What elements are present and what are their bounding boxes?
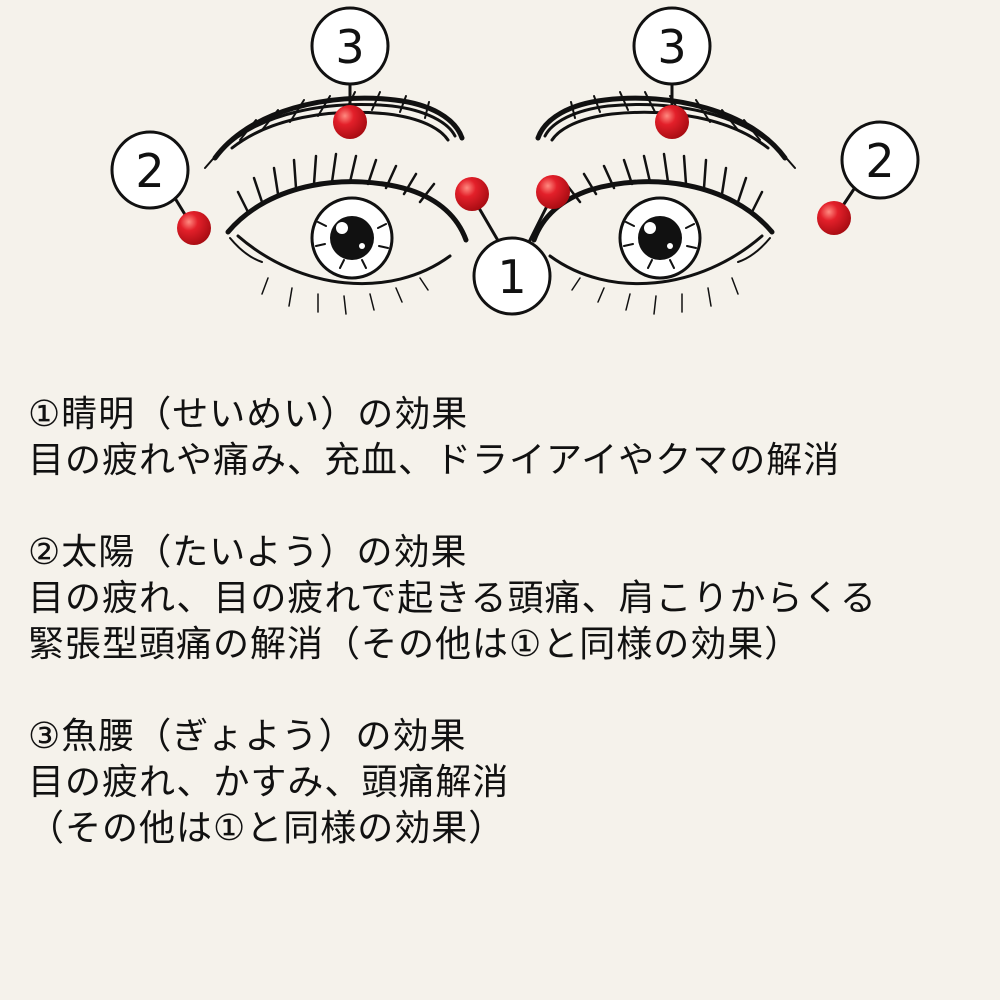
marker-3-left-label: 3 <box>335 20 364 74</box>
section-gyoyo: ③魚腰（ぎょよう）の効果 目の疲れ、かすみ、頭痛解消 （その他は①と同様の効果） <box>28 714 988 852</box>
marker-2-left: 2 <box>110 130 190 210</box>
marker-2-right: 2 <box>840 120 920 200</box>
right-eye <box>531 152 775 315</box>
effects-description: ①睛明（せいめい）の効果 目の疲れや痛み、充血、ドライアイやクマの解消 ②太陽（… <box>28 392 988 898</box>
left-eye <box>225 152 469 315</box>
section-line: 目の疲れ、目の疲れで起きる頭痛、肩こりからくる <box>28 578 877 619</box>
point-seimei-left <box>455 177 489 211</box>
acupressure-points <box>177 105 851 245</box>
left-eyebrow <box>204 91 465 169</box>
section-heading: ②太陽（たいよう）の効果 <box>28 532 468 573</box>
section-line: 緊張型頭痛の解消（その他は①と同様の効果） <box>28 624 802 665</box>
point-taiyo-right <box>817 201 851 235</box>
marker-2-right-label: 2 <box>865 134 894 188</box>
marker-3-right: 3 <box>632 6 712 86</box>
marker-3-left: 3 <box>310 6 390 86</box>
section-line: （その他は①と同様の効果） <box>28 808 506 849</box>
section-line: 目の疲れや痛み、充血、ドライアイやクマの解消 <box>28 440 841 481</box>
point-taiyo-left <box>177 211 211 245</box>
acupressure-point-diagram: 3 3 2 2 1 <box>110 6 920 316</box>
marker-2-left-label: 2 <box>135 144 164 198</box>
marker-3-right-label: 3 <box>657 20 686 74</box>
section-heading: ③魚腰（ぎょよう）の効果 <box>28 716 467 757</box>
section-taiyo: ②太陽（たいよう）の効果 目の疲れ、目の疲れで起きる頭痛、肩こりからくる 緊張型… <box>28 530 988 668</box>
section-seimei: ①睛明（せいめい）の効果 目の疲れや痛み、充血、ドライアイやクマの解消 <box>28 392 988 484</box>
section-heading: ①睛明（せいめい）の効果 <box>28 394 469 435</box>
point-seimei-right <box>536 175 570 209</box>
point-gyoyo-right <box>655 105 689 139</box>
marker-1-label: 1 <box>497 250 526 304</box>
section-line: 目の疲れ、かすみ、頭痛解消 <box>28 762 510 803</box>
marker-1: 1 <box>472 236 552 316</box>
point-gyoyo-left <box>333 105 367 139</box>
